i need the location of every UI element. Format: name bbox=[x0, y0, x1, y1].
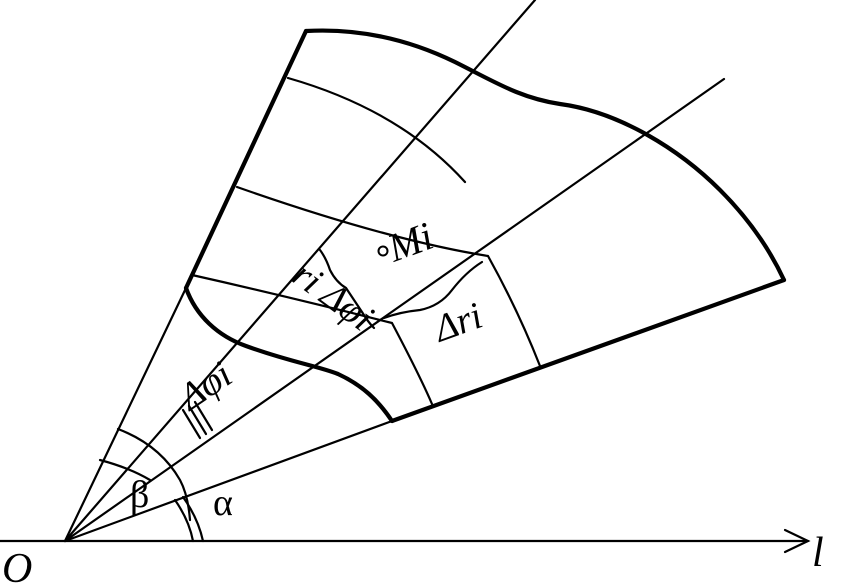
arc-alpha-inner bbox=[173, 498, 195, 543]
label-alpha: α bbox=[213, 482, 233, 524]
arc-alpha-outer bbox=[181, 495, 205, 543]
label-beta: β bbox=[130, 474, 149, 516]
brace-delta-r bbox=[382, 260, 484, 320]
label-origin: O bbox=[2, 546, 32, 587]
arc-2 bbox=[235, 185, 542, 368]
inner-boundary bbox=[183, 285, 395, 424]
ray-1 bbox=[63, 0, 537, 543]
ray-beta-boundary bbox=[183, 28, 309, 291]
tick-mark-3 bbox=[193, 400, 214, 432]
ray-alpha bbox=[63, 419, 394, 543]
label-arc-length: ri Δφi bbox=[285, 253, 381, 339]
arc-delta-phi bbox=[98, 458, 152, 482]
outer-boundary bbox=[303, 28, 787, 283]
ray-2 bbox=[63, 77, 726, 543]
tick-mark-1 bbox=[181, 408, 202, 440]
tick-mark-2 bbox=[187, 404, 208, 436]
label-axis: l bbox=[812, 530, 824, 576]
label-point-mi: Mi bbox=[381, 213, 439, 271]
arc-1 bbox=[190, 273, 434, 406]
brace-arc-length bbox=[318, 248, 376, 330]
arc-3 bbox=[286, 76, 467, 184]
axis-arrowhead bbox=[783, 528, 811, 554]
ray-alpha-boundary bbox=[389, 277, 787, 424]
ray-beta bbox=[63, 286, 188, 543]
point-mi bbox=[377, 245, 389, 257]
